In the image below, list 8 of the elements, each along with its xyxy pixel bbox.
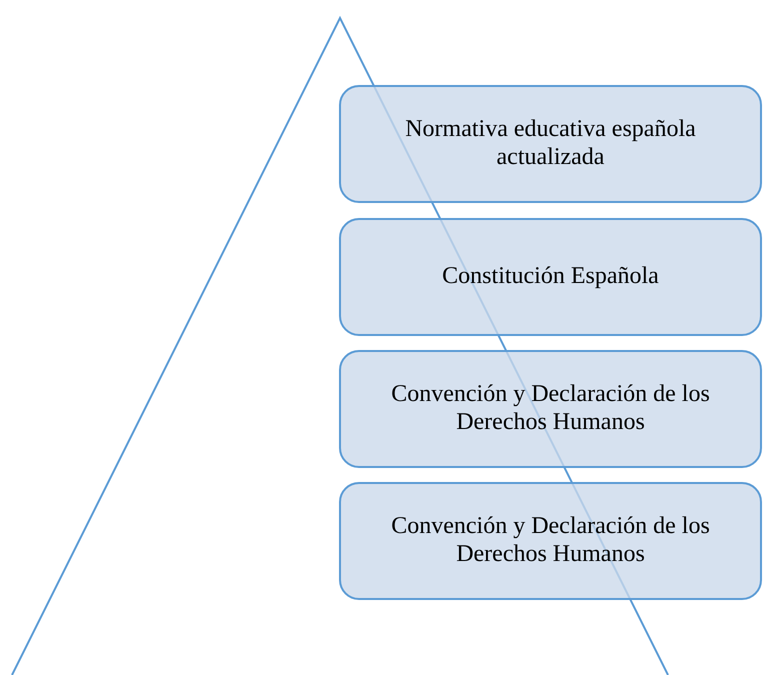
rounded-box bbox=[339, 482, 762, 600]
rounded-box bbox=[339, 85, 762, 203]
box-label: Convención y Declaración de los Derechos Humanos bbox=[390, 513, 711, 569]
box-label: Convención y Declaración de los Derechos Humanos bbox=[390, 381, 711, 437]
box-label: Normativa educativa española actualizada bbox=[404, 116, 697, 172]
rounded-box bbox=[339, 350, 762, 468]
rounded-box bbox=[339, 218, 762, 336]
box-label: Constitución Española bbox=[442, 263, 659, 291]
